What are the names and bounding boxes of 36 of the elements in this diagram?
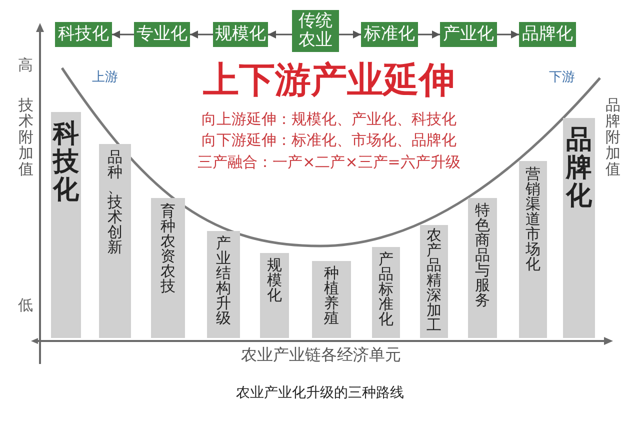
arrow	[112, 30, 134, 38]
chain-unit-bar: 规模化	[260, 253, 289, 338]
note-text: 三产融合：一产×二产×三产=六产升级	[198, 154, 460, 172]
note-text: 向下游延伸：标准化、市场化、品牌化	[202, 132, 456, 150]
chain-unit-bar: 特色商品与服务	[468, 198, 497, 338]
chain-unit-bar: 营销渠道市场化	[519, 161, 547, 338]
arrow	[190, 30, 213, 38]
curve-label: 上游	[92, 71, 118, 86]
axis-title: 农业产业链各经济单元	[241, 346, 401, 364]
chain-unit-bar: 品牌化	[563, 118, 595, 338]
chain-unit-bar: 育种农资农技	[151, 198, 185, 338]
chart-heading: 上下游产业延伸	[203, 60, 455, 102]
axis-title: 技术附加值	[18, 97, 34, 177]
chain-unit-bar: 种植养殖	[312, 261, 351, 338]
note-text: 向上游延伸：规模化、产业化、科技化	[202, 111, 456, 128]
curve-label: 下游	[549, 71, 575, 86]
stage-box: 标准化	[361, 22, 418, 47]
chain-unit-bar: 产品标准化	[372, 247, 400, 338]
axis-end-label: 高	[18, 57, 33, 74]
stage-box: 产业化	[440, 22, 497, 47]
stage-box: 规模化	[213, 22, 268, 47]
arrow	[339, 30, 361, 38]
caption: 农业产业化升级的三种路线	[236, 385, 404, 402]
arrow	[268, 30, 292, 38]
arrow	[497, 30, 519, 38]
axis-end-label: 低	[18, 297, 33, 314]
chain-unit-bar: 产业结构升级	[207, 231, 240, 338]
chain-unit-bar: 科技化	[51, 112, 81, 338]
chain-unit-bar: 品种、技术创新	[99, 144, 131, 338]
stage-box: 科技化	[55, 22, 112, 47]
stage-box: 传统农业	[292, 10, 339, 52]
stage-box: 品牌化	[519, 22, 576, 47]
axis-title: 品牌附加值	[605, 97, 621, 177]
arrow	[418, 30, 440, 38]
stage-box: 专业化	[134, 22, 190, 47]
chain-unit-bar: 农产品精深加工	[420, 225, 448, 338]
